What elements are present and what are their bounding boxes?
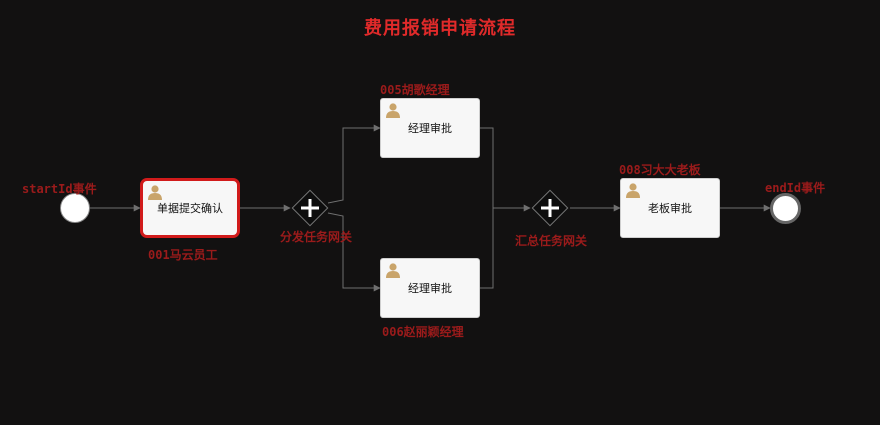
- flow-fork-to-manager-a: [327, 124, 381, 204]
- parallel-plus-icon: [541, 199, 559, 217]
- task-boss-approval[interactable]: 老板审批: [620, 178, 720, 238]
- join-gateway[interactable]: [531, 189, 569, 227]
- join-gateway-label: 汇总任务网关: [515, 234, 588, 248]
- task-name: 老板审批: [648, 202, 692, 215]
- end-event[interactable]: [770, 193, 801, 224]
- fork-gateway-label: 分发任务网关: [280, 230, 353, 244]
- boss-assignee: 008习大大老板: [619, 163, 701, 177]
- flow-manager-b-to-join: [480, 208, 494, 289]
- parallel-plus-icon: [301, 199, 319, 217]
- task-name: 经理审批: [408, 282, 452, 295]
- flow-fork-to-manager-b: [327, 212, 381, 292]
- task-name: 单据提交确认: [157, 202, 223, 215]
- user-icon: [148, 185, 162, 200]
- fork-gateway[interactable]: [291, 189, 329, 227]
- task-manager-approval-a[interactable]: 经理审批: [380, 98, 480, 158]
- end-event-label: endId事件: [765, 181, 826, 195]
- task-manager-approval-b[interactable]: 经理审批: [380, 258, 480, 318]
- task-name: 经理审批: [408, 122, 452, 135]
- user-icon: [386, 263, 400, 278]
- manager-b-assignee: 006赵丽颖经理: [382, 325, 464, 339]
- user-icon: [386, 103, 400, 118]
- start-event[interactable]: [60, 193, 90, 223]
- task-submit-confirm[interactable]: 单据提交确认: [140, 178, 240, 238]
- flow-manager-a-to-join: [480, 127, 531, 212]
- user-icon: [626, 183, 640, 198]
- diagram-title: 费用报销申请流程: [364, 18, 516, 39]
- submit-task-assignee: 001马云员工: [148, 248, 218, 262]
- start-event-label: startId事件: [22, 182, 97, 196]
- manager-a-assignee: 005胡歌经理: [380, 83, 450, 97]
